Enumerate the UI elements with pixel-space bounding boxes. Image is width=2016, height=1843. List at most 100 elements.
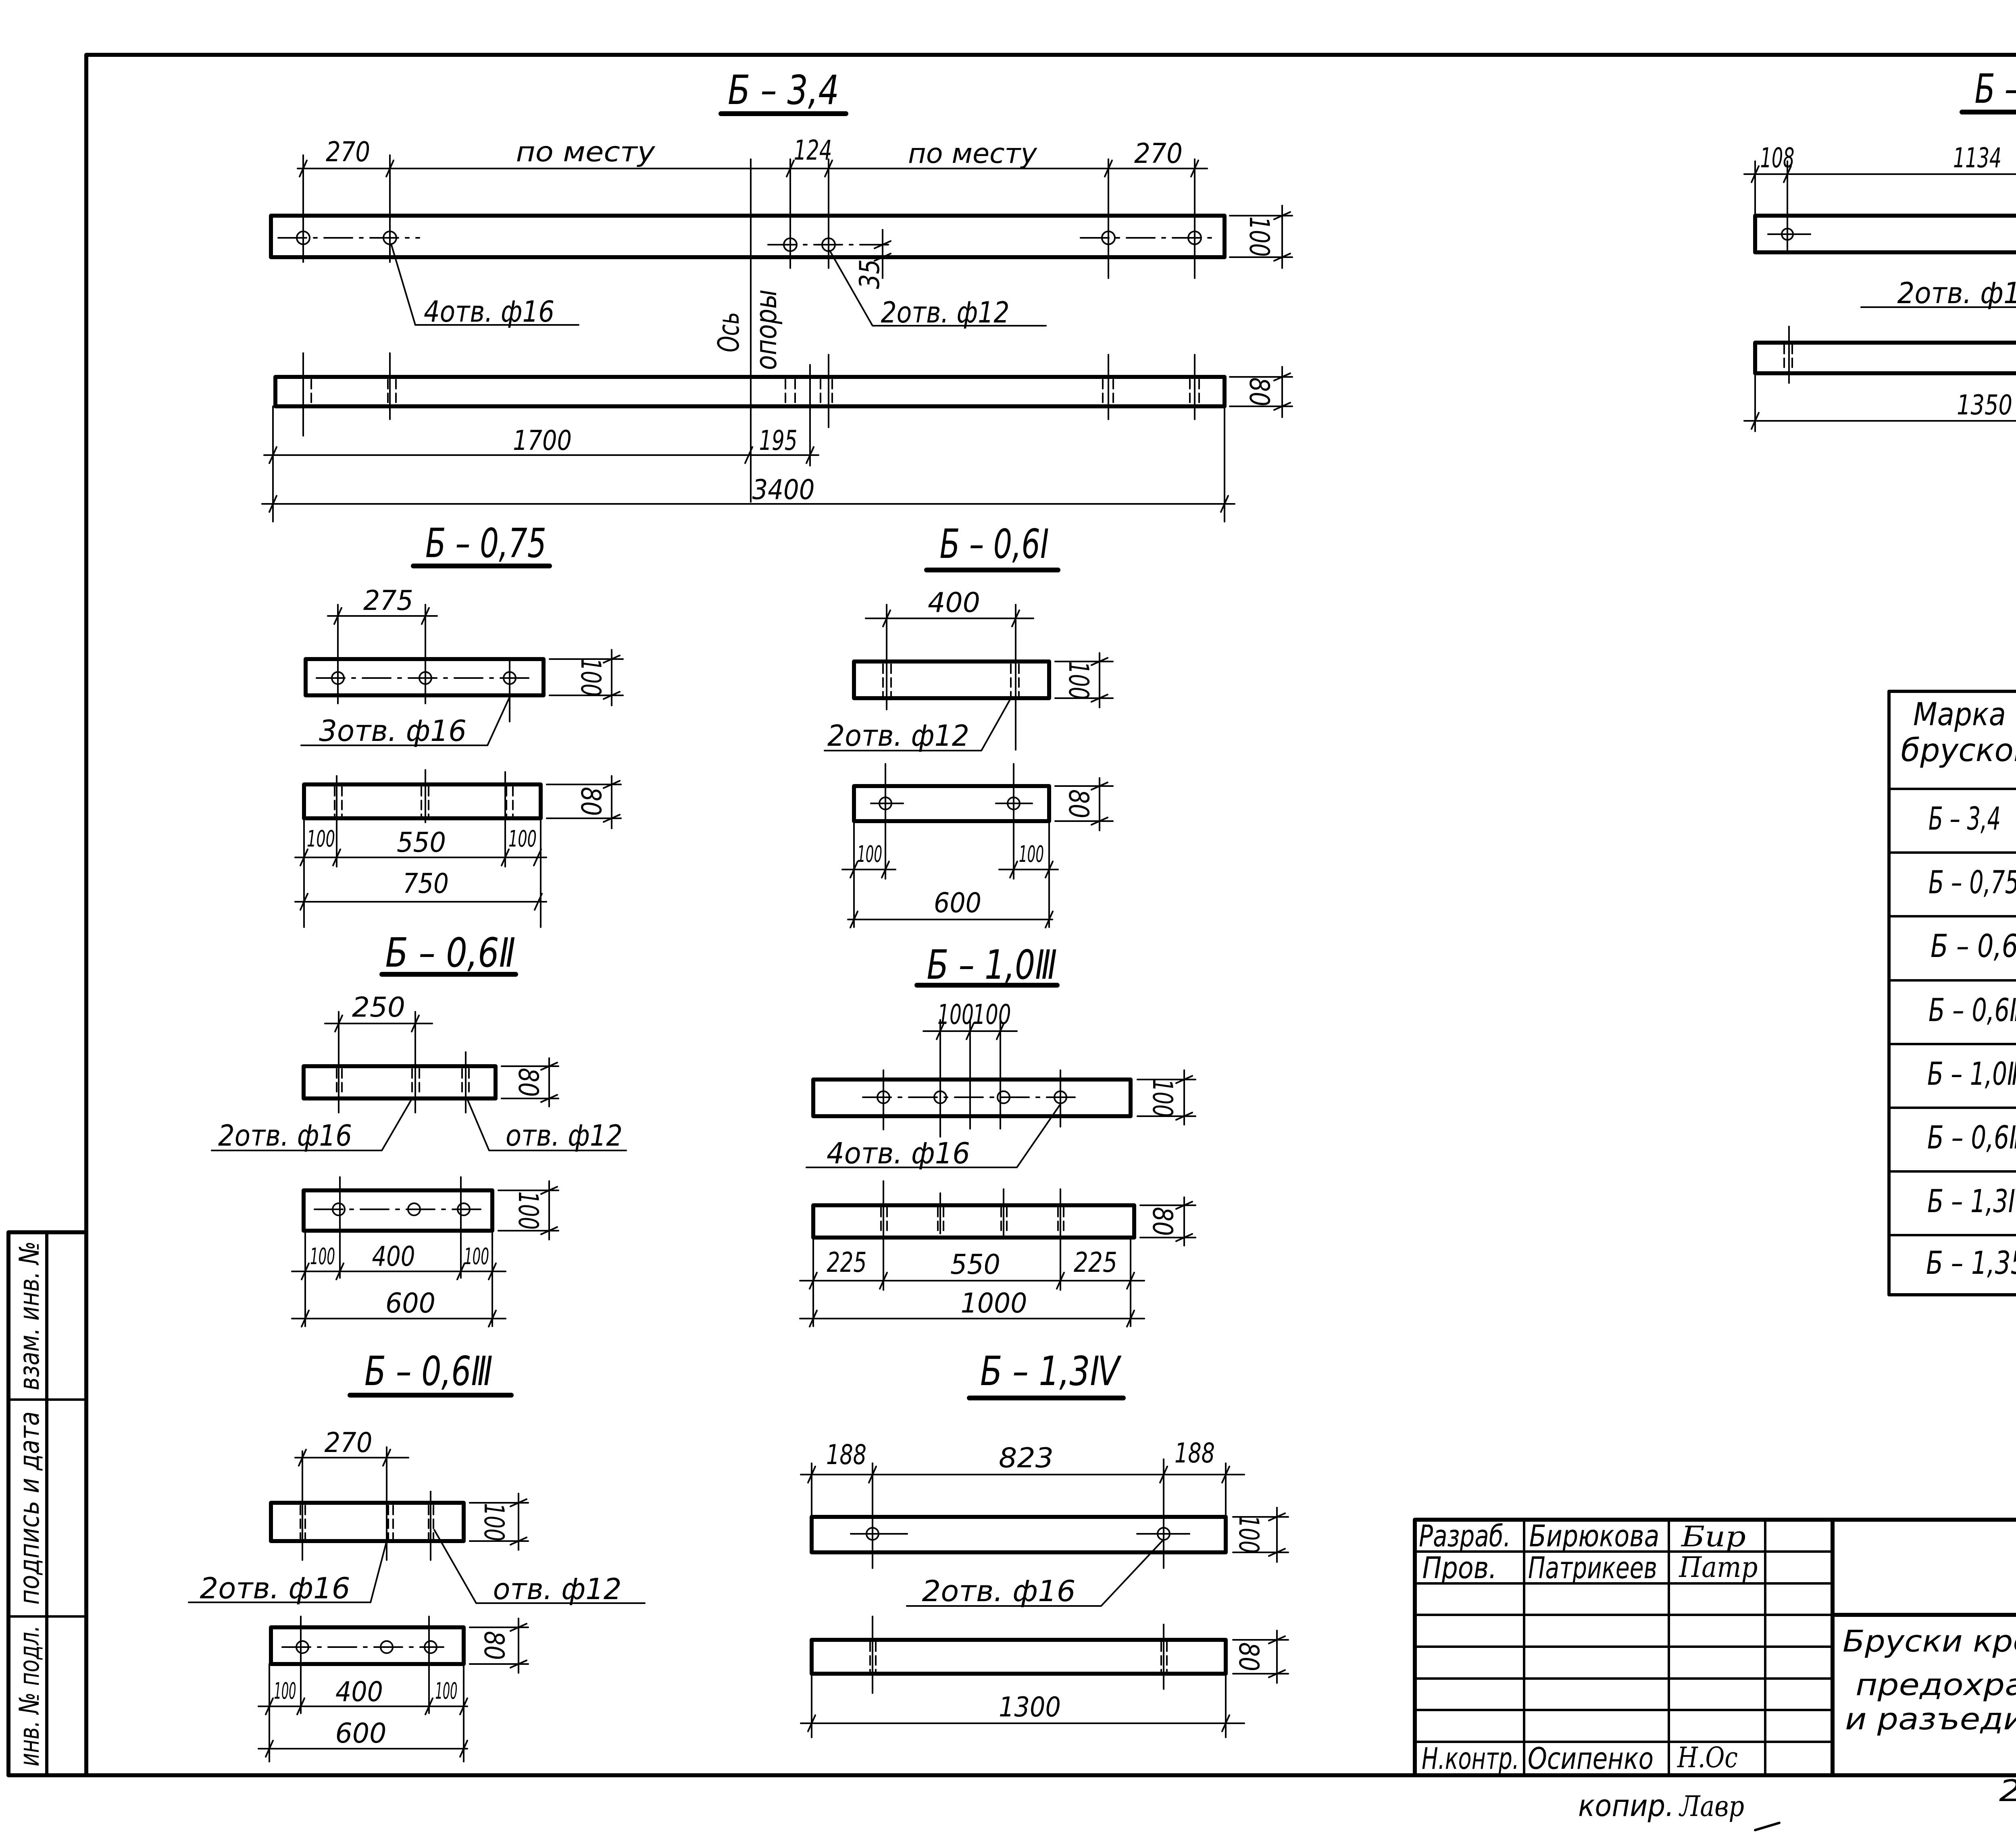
hole-dimension: [865, 604, 1034, 751]
role-label: Н.контр.: [1422, 1741, 1519, 1776]
dimension-line: [799, 1272, 1145, 1290]
table-header-mark: Марка: [1913, 697, 2006, 733]
bar-plan-view: [810, 1515, 1228, 1554]
table-cell-mark: Б – 3,4: [1929, 801, 2001, 837]
hole-dimension: [324, 1011, 467, 1113]
hole-note: 3отв. ф16: [319, 714, 467, 748]
drawing-b-3-4: Б – 3,4 270 по месту 124 по месту 270 10…: [261, 67, 1293, 522]
drawing-title: Б – 1,3Ⅳ: [980, 1348, 1122, 1395]
dim-label: 100: [1233, 1515, 1264, 1554]
dim-label: 600: [335, 1718, 387, 1749]
dim-label: 270: [1134, 138, 1183, 170]
bar-side-view: [302, 782, 543, 820]
table-row: Б – 1,35Ⅱ 0,011: [1926, 1245, 2016, 1281]
frame-border: [84, 53, 2016, 1777]
dim-label: 35: [854, 259, 886, 289]
dim-label: 250: [352, 992, 405, 1023]
leader-lines: [188, 1529, 646, 1604]
dim-label: 100: [508, 826, 537, 852]
signature-grid: [1414, 1518, 1834, 1776]
drawing-title: Б – 0,6Ⅱ: [385, 929, 516, 976]
drawing-title: Б – 1,0Ⅲ: [927, 941, 1057, 988]
height-dimension: [549, 649, 624, 706]
dim-label: 270: [325, 1427, 373, 1459]
hole-dimension: [294, 1446, 431, 1561]
dim-label: 108: [1760, 142, 1795, 174]
overall-dimension-line: [261, 495, 1235, 513]
signature-row: Н.контр. Осипенко Н.Ос: [1422, 1741, 1738, 1776]
offset-dimension: [874, 229, 891, 279]
drawing-title: Б – 0,6Ⅰ: [940, 520, 1049, 568]
height-dimension: [1232, 1630, 1289, 1684]
dim-label: 225: [827, 1247, 867, 1279]
drawing-title: Б – 1,35Ⅱ: [1975, 65, 2016, 112]
axis-label: опоры: [749, 289, 783, 370]
drawing-title: Б – 0,75: [425, 520, 546, 567]
dim-label: 823: [999, 1442, 1054, 1474]
bar-side-view: [810, 1638, 1228, 1676]
table-cell-mark: Б – 0,6Ⅰ: [1931, 928, 2016, 965]
table-header-mark: брусков: [1901, 732, 2016, 769]
dim-label: 100: [1062, 661, 1094, 700]
height-dimension: [1137, 1069, 1196, 1125]
drawing-b-0-75: Б – 0,75 275 100 3отв. ф16 80 100 550 10…: [294, 520, 624, 928]
table-cell-mark: Б – 1,3Ⅳ: [1927, 1184, 2016, 1220]
hole-note: 2отв. ф16: [922, 1574, 1076, 1608]
hole-note: 2отв. ф16: [200, 1571, 350, 1605]
leader-lines: [211, 1098, 627, 1151]
dim-label: 100: [464, 1244, 489, 1270]
overall-dimension-line: [800, 1714, 1245, 1732]
hole-note: 4отв. ф16: [424, 295, 554, 329]
height-dimension: [546, 775, 622, 829]
dim-label: 100: [435, 1678, 458, 1704]
table-cell-mark: Б – 0,6Ⅲ: [1927, 1120, 2016, 1156]
hole-dimension: [327, 604, 510, 722]
sheet-frame: 33: [84, 53, 2016, 1777]
dim-label: 1700: [513, 425, 572, 457]
top-dimension-line: [1743, 160, 2016, 251]
dim-label: 1350: [1957, 389, 2012, 421]
dimension-lines: [841, 861, 1059, 878]
dim-label: 400: [372, 1241, 415, 1273]
person-name: Осипенко: [1528, 1741, 1654, 1776]
title-block: Разраб. Бирюкова Бир Пров. Патрикеев Пат…: [1413, 1518, 2016, 1777]
hole-note: отв. ф12: [493, 1572, 622, 1606]
bar-plan-view: [269, 1625, 466, 1666]
bar-side-view: [273, 375, 1227, 408]
drawing-title: Б – 3,4: [728, 67, 839, 114]
leader-line: [806, 1103, 1061, 1168]
hole-note: 2отв. ф12: [827, 719, 969, 753]
bar-side-view: [852, 659, 1051, 700]
height-dimension: [1229, 366, 1293, 418]
table-row: Б – 3,4 0,027: [1929, 801, 2001, 837]
volume-table: Марка брусков Объем лесомат- м³ Б – 3,4 …: [1887, 690, 2016, 1296]
dim-label: 100: [1019, 841, 1044, 867]
overall-dimension-line: [847, 911, 1054, 928]
dim-label: 80: [1062, 789, 1094, 818]
dim-label: 550: [950, 1249, 1000, 1281]
drawing-b-0-6-ii: Б – 0,6Ⅱ 250 80 2отв. ф16 отв. ф12 100 1…: [211, 929, 627, 1327]
hidden-lines: [334, 786, 514, 817]
hidden-lines: [869, 1641, 1168, 1672]
dim-label: 270: [326, 136, 370, 168]
axis-label: Ось: [712, 312, 746, 352]
bar-plan-view: [302, 1188, 494, 1233]
side-strip: взам. инв. № подпись и дата инв. № подл.: [6, 1230, 88, 1777]
extension-lines: [1754, 326, 1790, 432]
hole-note: отв. ф12: [506, 1119, 623, 1152]
hole-note: 2отв. ф16: [218, 1119, 352, 1152]
hidden-lines: [300, 1505, 434, 1539]
strip-signature-date-label: подпись и дата: [14, 1411, 46, 1605]
dim-label: 124: [794, 135, 832, 166]
dim-label: 100: [478, 1503, 510, 1541]
table-cell-mark: Б – 0,6Ⅱ: [1929, 992, 2016, 1029]
table-row: Б – 0,6Ⅰ 0,0048: [1931, 928, 2016, 965]
sheet-footer: копир. Лавр 24461- 03 34 формат А3: [1578, 1774, 2016, 1831]
table-row: Б – 1,0Ⅲ 0,008: [1927, 1056, 2016, 1092]
overall-dimension-line: [799, 1310, 1145, 1327]
person-name: Бирюкова: [1529, 1519, 1660, 1554]
document-title-line: и разъединителей: [1845, 1702, 2016, 1737]
hole-note: 2отв. ф12: [881, 295, 1010, 329]
hidden-lines: [1783, 344, 1793, 372]
